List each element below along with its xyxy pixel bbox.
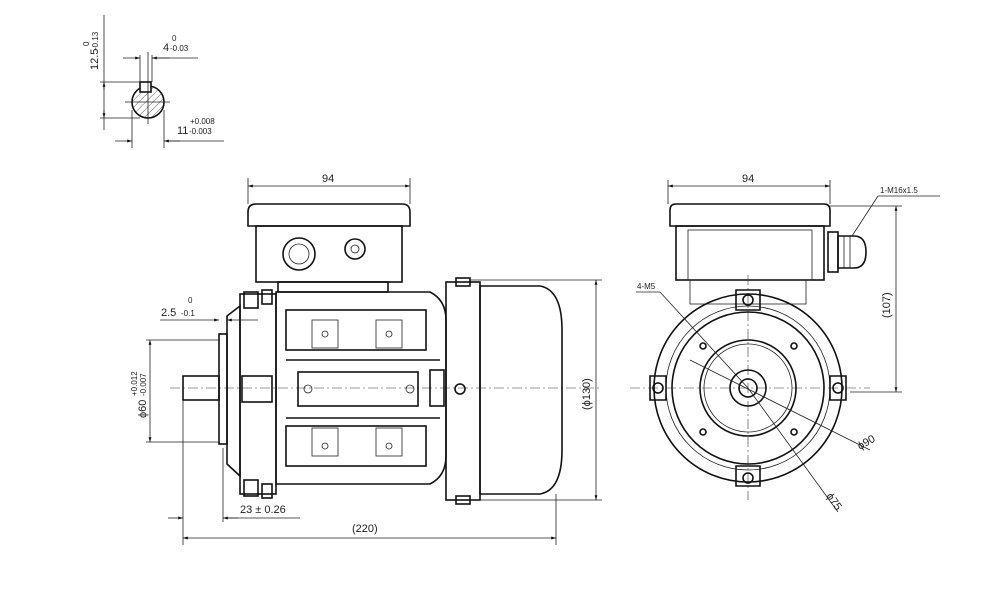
side-box-width-dim: 94 xyxy=(322,173,334,185)
body-dia-dim: (ϕ130) xyxy=(581,378,593,410)
spigot-dia-dim: ϕ60 xyxy=(137,400,149,418)
flange-thickness-tol-upper: 0 xyxy=(188,296,193,305)
pcd-dim: ϕ90 xyxy=(856,433,878,453)
keyway-height-tol-upper: 0 xyxy=(82,41,91,46)
shaft-dia-tol-upper: +0.008 xyxy=(190,117,215,126)
keyway-height-tol-lower: -0.13 xyxy=(91,31,100,50)
front-height-dim: (107) xyxy=(881,292,893,318)
overall-length-dim: (220) xyxy=(352,523,378,535)
motor-side-view: 94 2.5 0 -0.1 ϕ60 +0.012 -0.007 23 ± 0.2… xyxy=(130,173,602,545)
shaft-dia-tol-lower: -0.003 xyxy=(189,127,212,136)
flange-thickness-dim: 2.5 xyxy=(161,307,176,319)
spigot-front-dim: ϕ75 xyxy=(824,491,844,513)
keyway-section-detail: 12.5 0 -0.13 4 0 -0.03 11 +0.008 -0.003 xyxy=(82,15,224,148)
key-width-tol-upper: 0 xyxy=(172,34,177,43)
motor-front-view: 4-M5 ϕ90 ϕ75 1-M16x1.5 94 (107) xyxy=(630,173,940,513)
shaft-dia-dim: 11 xyxy=(177,125,188,137)
front-box-width-dim: 94 xyxy=(742,173,754,185)
keyway-height-dim: 12.5 xyxy=(89,49,101,70)
gland-callout: 1-M16x1.5 xyxy=(880,186,918,195)
key-width-dim: 4 xyxy=(163,42,169,54)
holes-callout: 4-M5 xyxy=(637,282,656,291)
key-width-tol-lower: -0.03 xyxy=(170,44,189,53)
flange-thickness-tol-lower: -0.1 xyxy=(181,309,195,318)
spigot-tol-lower: -0.007 xyxy=(139,373,148,396)
shaft-length-dim: 23 ± 0.26 xyxy=(240,504,286,516)
spigot-tol-upper: +0.012 xyxy=(130,371,139,396)
